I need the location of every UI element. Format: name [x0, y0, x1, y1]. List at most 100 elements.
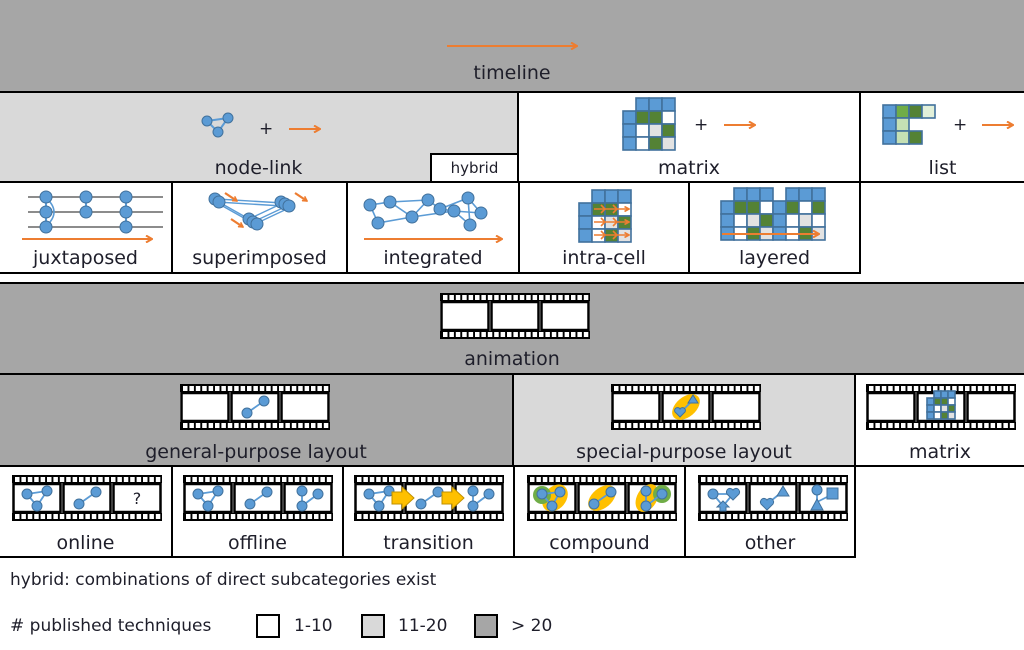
film-strip-icon — [354, 475, 504, 521]
hybrid-badge: hybrid — [430, 153, 519, 183]
frame-content — [810, 484, 839, 511]
frame-content — [635, 484, 671, 512]
film-frame — [112, 482, 162, 514]
svg-text:?: ? — [133, 489, 142, 508]
film-frame — [280, 391, 330, 423]
frame-content — [363, 485, 395, 512]
animation-category: animation — [0, 282, 1024, 377]
superimposed-category: superimposed — [171, 181, 348, 274]
other-label: other — [744, 532, 796, 554]
frame-content — [926, 390, 956, 420]
superimposed-icon — [208, 192, 325, 231]
frame-content — [192, 485, 224, 512]
film-strip-icon — [527, 475, 677, 521]
legend-swatch-medium — [361, 614, 385, 638]
offline-label: offline — [227, 532, 287, 554]
intra-cell-label: intra-cell — [562, 247, 646, 269]
film-strip-icon — [180, 384, 330, 430]
transition-arrow-icon — [441, 485, 465, 511]
node-link-label: node-link — [214, 157, 303, 179]
frame-content — [241, 395, 270, 419]
film-frame — [490, 300, 540, 332]
matrix-icon — [622, 97, 676, 151]
frame-content — [73, 486, 102, 510]
legend-swatch-many — [474, 614, 498, 638]
film-frame — [180, 391, 230, 423]
plus-icon: + — [953, 115, 968, 135]
offline-category: offline — [171, 465, 344, 558]
integrated-label: integrated — [383, 247, 483, 269]
frame-content: ? — [133, 489, 142, 508]
frame-content — [588, 485, 617, 511]
legend-swatch-few — [256, 614, 280, 638]
general-purpose-layout-label: general-purpose layout — [145, 441, 367, 463]
legend-label-few: 1-10 — [294, 616, 333, 636]
juxtaposed-icon — [22, 190, 163, 247]
film-frame — [283, 482, 333, 514]
hybrid-note: hybrid: combinations of direct subcatego… — [10, 570, 437, 590]
node-link-category: + node-link hybrid — [0, 91, 519, 183]
plus-icon: + — [259, 119, 274, 139]
compound-label: compound — [549, 532, 650, 554]
online-label: online — [56, 532, 115, 554]
matrix-category: + matrix — [517, 91, 861, 183]
film-frame — [440, 300, 490, 332]
animation-label: animation — [464, 348, 560, 370]
time-arrow-icon — [289, 121, 328, 137]
other-category: other — [684, 465, 856, 558]
film-strip-icon — [698, 475, 848, 521]
film-frame — [698, 482, 748, 514]
legend-title: # published techniques — [10, 616, 212, 636]
film-strip-icon: ? — [12, 475, 162, 521]
layered-label: layered — [739, 247, 810, 269]
film-strip-icon — [611, 384, 761, 430]
list-icon — [882, 104, 936, 145]
film-frame — [611, 391, 661, 423]
timeline-label: timeline — [473, 62, 551, 84]
transition-arrow-icon — [391, 485, 415, 511]
frame-content — [533, 484, 568, 512]
frame-content — [244, 486, 273, 510]
film-frame — [748, 482, 798, 514]
transition-label: transition — [383, 532, 474, 554]
frame-content — [21, 485, 53, 512]
matrix-label: matrix — [658, 157, 720, 179]
legend-label-medium: 11-20 — [398, 616, 448, 636]
film-strip-icon — [866, 384, 1016, 430]
frame-content — [296, 485, 324, 512]
special-purpose-layout-label: special-purpose layout — [576, 441, 792, 463]
frame-content — [759, 485, 790, 511]
general-purpose-layout-category: general-purpose layout — [0, 373, 514, 467]
juxtaposed-label: juxtaposed — [33, 247, 138, 269]
intra-cell-matrix-icon — [578, 189, 632, 243]
film-frame — [966, 391, 1016, 423]
animation-matrix-category: matrix — [854, 373, 1024, 467]
frame-content — [707, 487, 741, 512]
intra-cell-category: intra-cell — [518, 181, 690, 274]
animation-matrix-label: matrix — [909, 441, 971, 463]
juxtaposed-category: juxtaposed — [0, 181, 173, 274]
time-arrow-icon — [982, 117, 1021, 133]
layered-category: layered — [688, 181, 861, 274]
film-strip-icon — [183, 475, 333, 521]
plus-icon: + — [694, 115, 709, 135]
time-arrow-icon — [447, 36, 585, 56]
frame-content — [467, 485, 495, 512]
legend-label-many: > 20 — [511, 616, 553, 636]
film-frame — [866, 391, 916, 423]
film-strip-icon — [440, 293, 590, 339]
list-category: + list — [859, 91, 1024, 183]
frame-content — [415, 486, 444, 510]
superimposed-label: superimposed — [192, 247, 327, 269]
compound-category: compound — [513, 465, 686, 558]
list-label: list — [928, 157, 957, 179]
transition-category: transition — [342, 465, 515, 558]
frame-content — [672, 394, 700, 420]
special-purpose-layout-category: special-purpose layout — [512, 373, 856, 467]
integrated-category: integrated — [346, 181, 520, 274]
film-frame — [540, 300, 590, 332]
online-category: ? online — [0, 465, 173, 558]
integrated-icon — [363, 191, 513, 247]
node-link-graph-icon — [201, 112, 234, 138]
timeline-category: timeline — [0, 0, 1024, 93]
